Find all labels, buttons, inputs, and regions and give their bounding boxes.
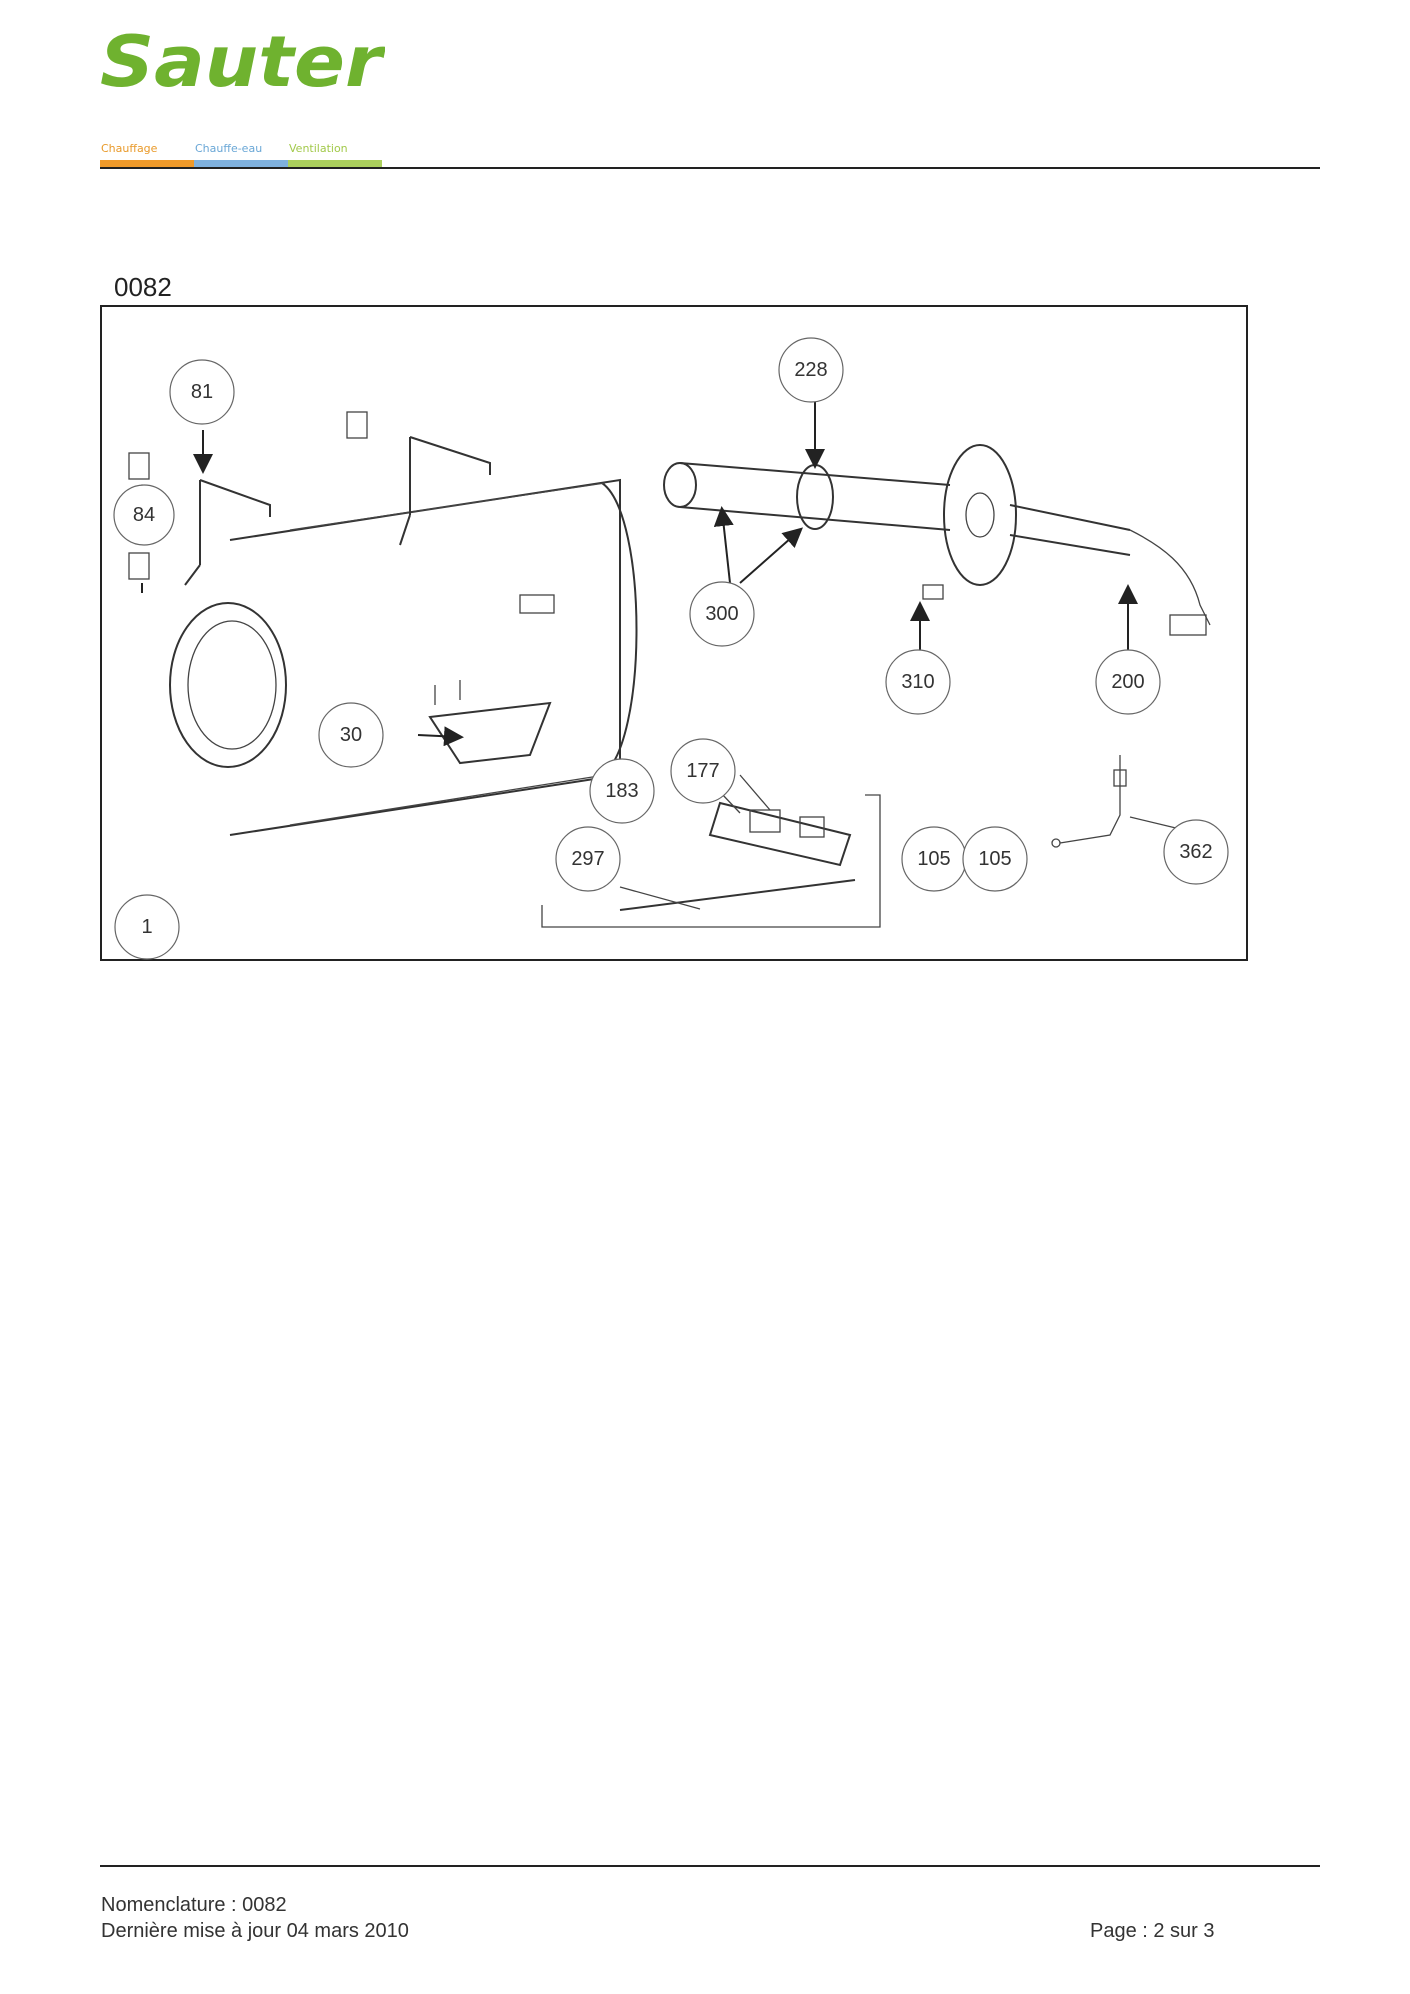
svg-text:228: 228 — [794, 359, 827, 381]
footer-last-updated: Dernière mise à jour 04 mars 2010 — [101, 1920, 409, 1942]
svg-text:183: 183 — [605, 780, 638, 802]
svg-text:300: 300 — [705, 603, 738, 625]
sauter-logo: Sauter — [100, 26, 385, 98]
callout-105-b: 105 — [962, 826, 1028, 892]
callout-30: 30 — [318, 702, 384, 768]
category-chauffe-eau: Chauffe-eau — [194, 142, 288, 168]
heating-element-flange-drawing — [943, 444, 1211, 636]
callout-300: 300 — [689, 581, 755, 647]
callout-310: 310 — [885, 649, 951, 715]
callout-228: 228 — [778, 337, 844, 403]
clip-drawings — [128, 411, 944, 600]
callout-297: 297 — [555, 826, 621, 892]
footer-nomenclature: Nomenclature : 0082 — [101, 1894, 287, 1916]
callout-177: 177 — [670, 738, 736, 804]
category-chauffage: Chauffage — [100, 142, 194, 168]
svg-text:177: 177 — [686, 760, 719, 782]
water-heater-tank-drawing — [169, 478, 638, 836]
footer-divider — [100, 1865, 1320, 1867]
figure-title: 0082 — [114, 272, 172, 302]
drip-tray-drawing — [428, 701, 552, 765]
exploded-view-figure: 81 228 84 300 310 200 30 177 183 297 105… — [100, 305, 1248, 961]
svg-text:362: 362 — [1179, 841, 1212, 863]
callout-200: 200 — [1095, 649, 1161, 715]
callout-1: 1 — [114, 894, 180, 960]
figure-frame — [100, 305, 1248, 961]
svg-text:105: 105 — [978, 848, 1011, 870]
callout-105-a: 105 — [901, 826, 967, 892]
callout-81: 81 — [169, 359, 235, 425]
svg-text:84: 84 — [133, 504, 155, 526]
svg-text:30: 30 — [340, 724, 362, 746]
header-divider — [100, 167, 1320, 169]
thermostat-board-drawing — [541, 794, 881, 928]
svg-text:Sauter: Sauter — [100, 26, 385, 98]
sensor-cable-drawing — [1051, 755, 1127, 848]
svg-text:297: 297 — [571, 848, 604, 870]
svg-text:105: 105 — [917, 848, 950, 870]
callout-84: 84 — [113, 484, 175, 546]
wall-bracket-drawing — [184, 436, 491, 586]
callout-183: 183 — [589, 758, 655, 824]
svg-text:81: 81 — [191, 381, 213, 403]
category-bar: Chauffage Chauffe-eau Ventilation — [100, 142, 382, 168]
category-ventilation: Ventilation — [288, 142, 382, 168]
svg-text:200: 200 — [1111, 671, 1144, 693]
footer-page-number: Page : 2 sur 3 — [1090, 1920, 1215, 1942]
svg-text:1: 1 — [141, 916, 152, 938]
svg-text:310: 310 — [901, 671, 934, 693]
callout-362: 362 — [1163, 819, 1229, 885]
